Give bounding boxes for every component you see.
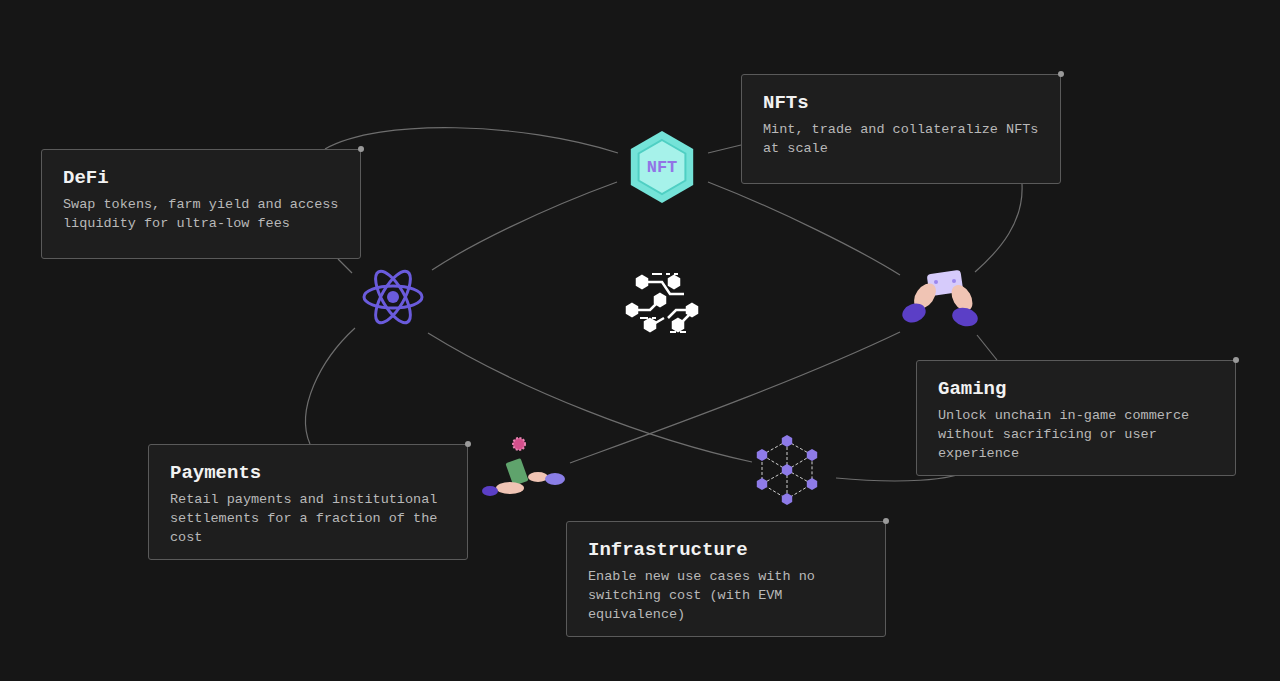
orbit-line xyxy=(338,259,352,273)
orbit-line xyxy=(975,184,1022,272)
payments-icon xyxy=(482,438,565,496)
use-case-box: PaymentsRetail payments and institutiona… xyxy=(148,444,468,560)
box-heading: DeFi xyxy=(63,166,346,190)
corner-dot xyxy=(465,441,471,447)
orbit-line xyxy=(570,332,900,463)
box-heading: Infrastructure xyxy=(588,538,871,562)
box-heading: NFTs xyxy=(763,91,1046,115)
use-case-box: DeFiSwap tokens, farm yield and access l… xyxy=(41,149,361,259)
box-description: Unlock unchain in-game commerce without … xyxy=(938,406,1221,463)
corner-dot xyxy=(1233,357,1239,363)
network-icon xyxy=(757,435,817,505)
box-heading: Gaming xyxy=(938,377,1221,401)
orbit-line xyxy=(428,333,752,462)
orbit-line xyxy=(708,182,900,275)
atom-icon xyxy=(364,266,422,327)
corner-dot xyxy=(1058,71,1064,77)
nft-icon xyxy=(631,131,693,203)
icon-label: NFT xyxy=(647,158,678,177)
use-case-box: NFTsMint, trade and collateralize NFTs a… xyxy=(741,74,1061,184)
use-case-box: GamingUnlock unchain in-game commerce wi… xyxy=(916,360,1236,476)
box-description: Mint, trade and collateralize NFTs at sc… xyxy=(763,120,1046,158)
orbit-line xyxy=(432,182,617,270)
gaming-icon xyxy=(900,270,980,329)
box-heading: Payments xyxy=(170,461,453,485)
use-case-box: InfrastructureEnable new use cases with … xyxy=(566,521,886,637)
box-description: Retail payments and institutional settle… xyxy=(170,490,453,547)
corner-dot xyxy=(883,518,889,524)
box-description: Enable new use cases with no switching c… xyxy=(588,567,871,624)
orbit-line xyxy=(708,145,741,153)
orbit-line xyxy=(306,328,355,444)
box-description: Swap tokens, farm yield and access liqui… xyxy=(63,195,346,233)
circuit-icon xyxy=(627,274,697,332)
corner-dot xyxy=(358,146,364,152)
orbit-line xyxy=(977,335,997,360)
orbit-line xyxy=(325,128,618,153)
